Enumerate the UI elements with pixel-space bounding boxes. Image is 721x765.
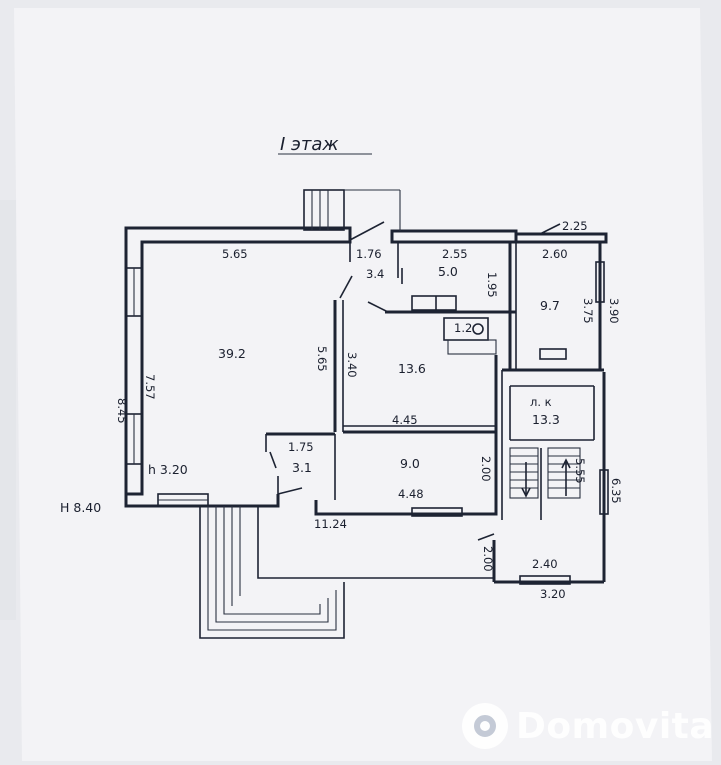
domovita-watermark: Domovita <box>462 702 714 750</box>
dim-mid-depth: 3.40 <box>345 352 359 378</box>
dim-right-outer: 3.90 <box>607 298 621 324</box>
room-label-stair: л. к <box>530 395 552 409</box>
room-area-vestibule: 3.1 <box>292 460 312 475</box>
top-porch-steps <box>303 189 401 231</box>
dim-hall-width: 5.65 <box>222 247 248 261</box>
dim-stair-a: 5.55 <box>573 458 587 484</box>
room-area-mid: 13.6 <box>398 361 426 376</box>
dim-corridor-width: 1.76 <box>356 247 382 261</box>
room-area-kitchen: 5.0 <box>438 264 458 279</box>
dim-hall-depth-outer: 8.45 <box>115 398 129 424</box>
paper-sheet <box>14 8 712 761</box>
dim-lower-depth: 2.00 <box>479 456 493 482</box>
dim-hall-right: 5.65 <box>315 346 329 372</box>
fixtures <box>411 295 567 360</box>
doors <box>269 221 561 541</box>
dim-vestibule-width: 1.75 <box>288 440 314 454</box>
floor-title: I этаж <box>280 134 339 155</box>
watermark-text: Domovita <box>516 705 715 747</box>
dim-step: 2.00 <box>481 546 495 572</box>
dim-front-width: 11.24 <box>314 517 347 531</box>
windows <box>125 261 609 585</box>
dim-right-inner: 3.75 <box>581 298 595 324</box>
room-area-wc: 1.2 <box>454 321 472 335</box>
background-paper <box>0 200 16 620</box>
dim-kitchen-width: 2.55 <box>442 247 468 261</box>
dim-stair-bottom: 2.40 <box>532 557 558 571</box>
dim-kitchen-depth: 1.95 <box>485 272 499 298</box>
staircase <box>509 447 581 520</box>
dim-stair-outer: 6.35 <box>609 478 623 504</box>
interior-walls <box>265 242 604 520</box>
domovita-logo-icon <box>462 703 508 749</box>
room-area-lower: 9.0 <box>400 456 420 471</box>
room-area-corridor: 3.4 <box>366 267 384 281</box>
room-area-hall: 39.2 <box>218 346 246 361</box>
dim-right-top-b: 2.60 <box>542 247 568 261</box>
building-height-label: H 8.40 <box>60 500 101 515</box>
dimension-labels: 5.65 8.45 7.57 5.65 1.76 2.55 1.95 2.25 … <box>60 219 623 601</box>
room-area-stair: 13.3 <box>532 412 560 427</box>
dim-right-top-a: 2.25 <box>562 219 588 233</box>
dim-mid-width: 4.45 <box>392 413 418 427</box>
bottom-porch-steps <box>199 506 494 639</box>
dim-lower-width: 4.48 <box>398 487 424 501</box>
room-height-label: h 3.20 <box>148 462 188 477</box>
room-area-right: 9.7 <box>540 298 560 313</box>
dim-hall-depth-inner: 7.57 <box>143 374 157 400</box>
room-areas: 39.2 13.6 9.7 5.0 1.2 3.4 9.0 3.1 л. к 1… <box>218 264 560 475</box>
dim-stair-bottom-outer: 3.20 <box>540 587 566 601</box>
